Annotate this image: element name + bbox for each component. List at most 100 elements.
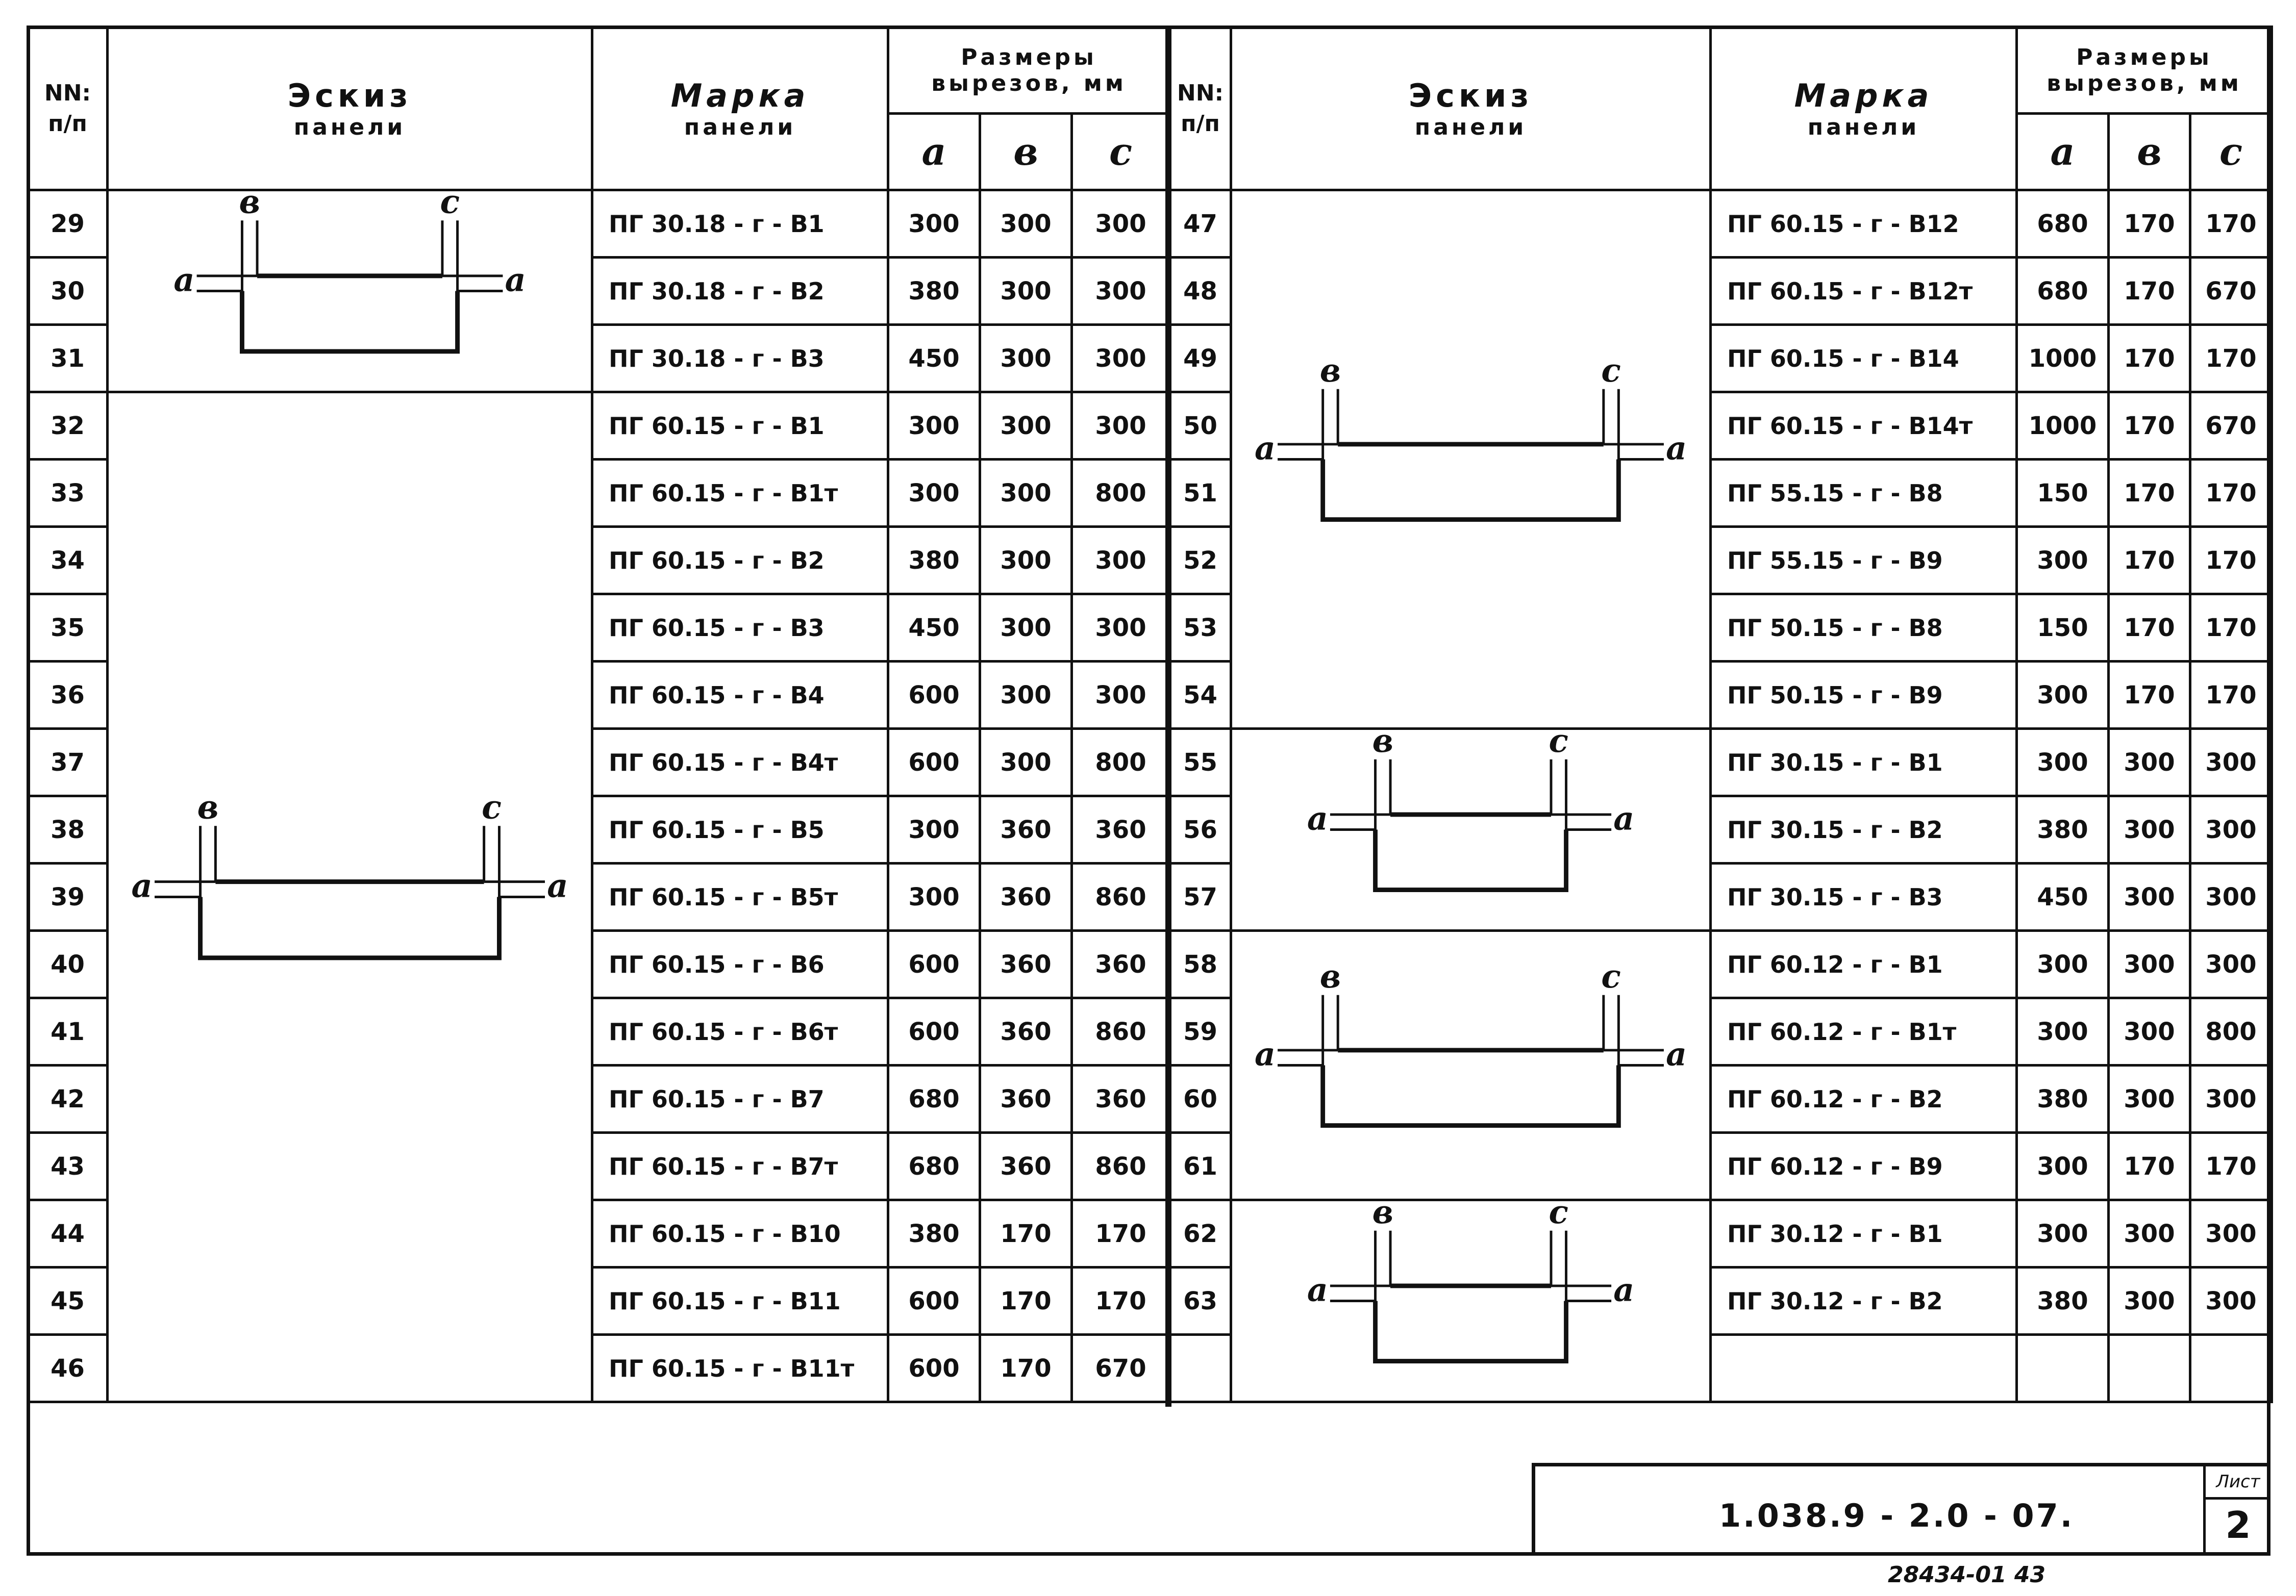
cutout-a-value: 380 (887, 1199, 981, 1269)
cutout-b-value: 170 (2107, 323, 2191, 393)
panel-mark: ПГ 60.15 - г - В4т (591, 727, 889, 797)
cutout-b-value: 360 (979, 795, 1073, 865)
header-sketch: Эскиз панели (1230, 26, 1712, 191)
cutout-c-value: 860 (1070, 862, 1171, 932)
row-number: 42 (27, 1064, 109, 1134)
panel-mark: ПГ 60.15 - г - В14т (1709, 391, 2018, 461)
cutout-dimension-lines (1330, 759, 1612, 831)
header-nn: NN: п/п (27, 26, 109, 191)
row-number: 36 (27, 660, 109, 730)
dim-a-label-right: a (1666, 429, 1687, 467)
header-mark: Марка панели (1709, 26, 2018, 191)
row-number: 58 (1168, 929, 1232, 999)
header-np-label: п/п (48, 110, 87, 137)
header-dims-line2: вырезов, мм (931, 70, 1127, 96)
panel-mark: ПГ 30.15 - г - В3 (1709, 862, 2018, 932)
cutout-c-value: 300 (1070, 593, 1171, 663)
panel-outline (240, 273, 460, 354)
archive-number: 28434-01 43 (1888, 1562, 2046, 1588)
panel-mark: ПГ 60.15 - г - В11 (591, 1266, 889, 1336)
panel-mark: ПГ 60.15 - г - В6т (591, 997, 889, 1067)
sheet-label: Лист (2206, 1466, 2270, 1500)
cutout-b-value: 300 (979, 189, 1073, 259)
cutout-a-value: 300 (887, 862, 981, 932)
cutout-b-value: 300 (2107, 862, 2191, 932)
cutout-b-value: 300 (979, 458, 1073, 528)
row-number: 44 (27, 1199, 109, 1269)
cutout-c-value: 300 (1070, 660, 1171, 730)
header-col-a: a (2015, 112, 2110, 191)
cutout-a-value: 600 (887, 929, 981, 999)
panel-mark: ПГ 60.15 - г - В5 (591, 795, 889, 865)
header-sketch-line2: панели (1414, 114, 1527, 140)
header-sketch-line2: панели (293, 114, 406, 140)
dim-a-label-right: a (505, 261, 526, 299)
sheet-box: Лист 2 (2203, 1466, 2270, 1556)
header-mark-line2: панели (684, 114, 796, 140)
cutout-a-value: 300 (2015, 525, 2110, 595)
cutout-b-value: 360 (979, 997, 1073, 1067)
cutout-c-value: 360 (1070, 795, 1171, 865)
sheet-number: 2 (2225, 1504, 2251, 1547)
cutout-c-value: 670 (2188, 391, 2274, 461)
panel-mark: ПГ 30.18 - г - В1 (591, 189, 889, 259)
panel-mark: ПГ 60.15 - г - В5т (591, 862, 889, 932)
right-spec-table: NN: п/п Эскиз панели Марка панели Размер… (1168, 26, 2274, 1403)
row-number: 46 (27, 1333, 109, 1403)
table-row (1168, 1333, 2274, 1403)
cutout-c-value: 360 (1070, 1064, 1171, 1134)
cutout-c-value: 170 (1070, 1266, 1171, 1336)
row-number: 30 (27, 256, 109, 326)
cutout-c-value: 800 (1070, 727, 1171, 797)
dim-c-label: c (1549, 730, 1568, 759)
cutout-a-value: 300 (887, 189, 981, 259)
row-number: 59 (1168, 997, 1232, 1067)
panel-mark: ПГ 30.12 - г - В2 (1709, 1266, 2018, 1336)
cutout-b-value: 360 (979, 862, 1073, 932)
row-number: 52 (1168, 525, 1232, 595)
panel-mark: ПГ 60.15 - г - В1т (591, 458, 889, 528)
panel-mark: ПГ 60.12 - г - В1 (1709, 929, 2018, 999)
cutout-c-value: 300 (2188, 929, 2274, 999)
header-dims-line1: Размеры (961, 44, 1097, 70)
row-number: 63 (1168, 1266, 1232, 1336)
row-number: 38 (27, 795, 109, 865)
cutout-c-value: 670 (1070, 1333, 1171, 1403)
panel-mark: ПГ 60.15 - г - В3 (591, 593, 889, 663)
header-col-c: c (1070, 112, 1171, 191)
panel-mark: ПГ 60.15 - г - В2 (591, 525, 889, 595)
dim-a-label-right: a (1666, 1035, 1687, 1073)
row-number: 61 (1168, 1131, 1232, 1201)
dim-a-label-left: a (1307, 800, 1328, 838)
header-np-label: п/п (1181, 110, 1220, 137)
panel-mark: ПГ 60.15 - г - В7 (591, 1064, 889, 1134)
row-number: 39 (27, 862, 109, 932)
panel-mark: ПГ 60.12 - г - В9 (1709, 1131, 2018, 1201)
cutout-a-value: 450 (887, 323, 981, 393)
cutout-c-value: 170 (2188, 458, 2274, 528)
cutout-c-value: 170 (2188, 323, 2274, 393)
panel-mark: ПГ 60.12 - г - В2 (1709, 1064, 2018, 1134)
cutout-a-value: 150 (2015, 458, 2110, 528)
row-number: 34 (27, 525, 109, 595)
dim-c-label: c (1601, 351, 1620, 389)
cutout-b-value: 170 (2107, 660, 2191, 730)
cutout-b-value: 300 (2107, 1266, 2191, 1336)
dim-c-label: c (1601, 957, 1620, 995)
cutout-c-value: 300 (1070, 189, 1171, 259)
cutout-a-value: 300 (2015, 727, 2110, 797)
panel-outline (1320, 442, 1621, 522)
cutout-b-value: 300 (979, 525, 1073, 595)
row-number: 43 (27, 1131, 109, 1201)
